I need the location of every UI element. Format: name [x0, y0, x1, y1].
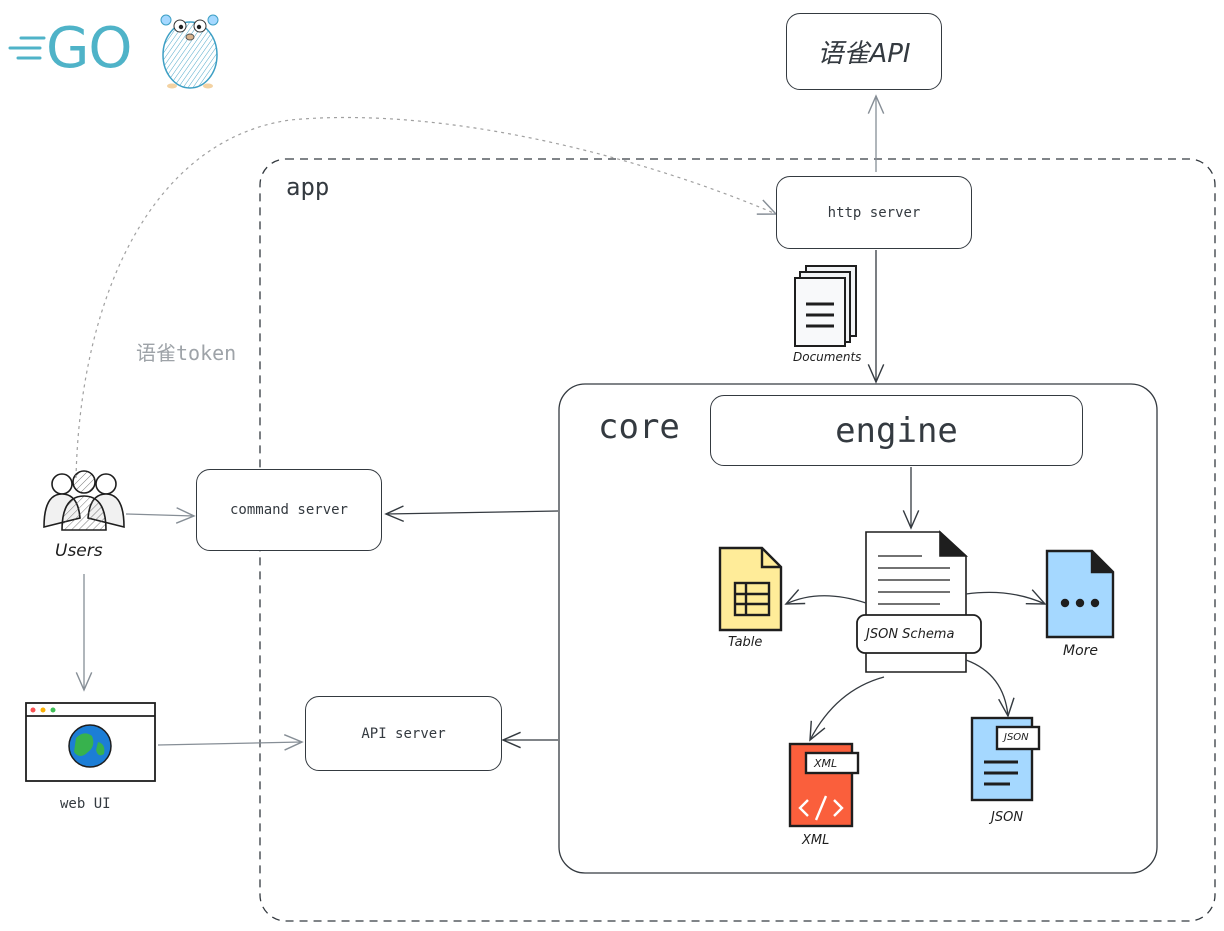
http-server-node: http server — [776, 176, 972, 249]
command-server-node: command server — [196, 469, 382, 551]
go-logo: GO — [46, 16, 132, 81]
json-schema-label: JSON Schema — [866, 627, 955, 642]
gopher-icon — [160, 14, 219, 89]
documents-label: Documents — [793, 350, 862, 364]
yuque-api-label: 语雀API — [817, 39, 911, 69]
users-label: Users — [55, 541, 103, 561]
api-server-node: API server — [305, 696, 502, 771]
go-logo-speed-lines — [8, 36, 46, 60]
xml-icon — [788, 742, 860, 828]
web-ui-label: web UI — [60, 796, 111, 812]
edge-users-to-command — [125, 507, 196, 524]
engine-label: engine — [835, 410, 958, 451]
edge-core-to-command — [384, 505, 559, 523]
edge-schema-to-more — [965, 589, 1047, 605]
xml-label: XML — [802, 833, 830, 848]
table-label: Table — [728, 635, 763, 650]
documents-icon — [794, 265, 857, 347]
engine-node: engine — [710, 395, 1083, 466]
edge-webui-to-api — [157, 734, 304, 751]
more-label: More — [1063, 643, 1099, 659]
edge-schema-to-xml — [809, 676, 885, 742]
users-icon — [43, 470, 125, 531]
app-group-border — [259, 158, 1216, 922]
edge-token — [75, 116, 778, 479]
more-icon — [1045, 549, 1115, 639]
table-icon — [718, 546, 783, 632]
json-label: JSON — [991, 810, 1024, 825]
api-server-label: API server — [361, 725, 446, 742]
app-group-label: app — [286, 173, 330, 201]
token-edge-label: 语雀token — [136, 341, 237, 365]
core-group-border — [558, 383, 1158, 874]
http-server-label: http server — [827, 204, 921, 221]
json-schema-document-icon — [856, 530, 982, 673]
json-icon — [970, 716, 1041, 802]
yuque-api-node: 语雀API — [786, 13, 942, 90]
browser-icon — [25, 702, 156, 782]
core-group-label: core — [598, 407, 680, 447]
json-tag-label: JSON — [1004, 732, 1029, 743]
command-server-label: command server — [229, 502, 348, 518]
edge-schema-to-table — [784, 589, 867, 605]
edge-schema-to-json — [965, 659, 1015, 718]
xml-tag-label: XML — [814, 757, 838, 770]
